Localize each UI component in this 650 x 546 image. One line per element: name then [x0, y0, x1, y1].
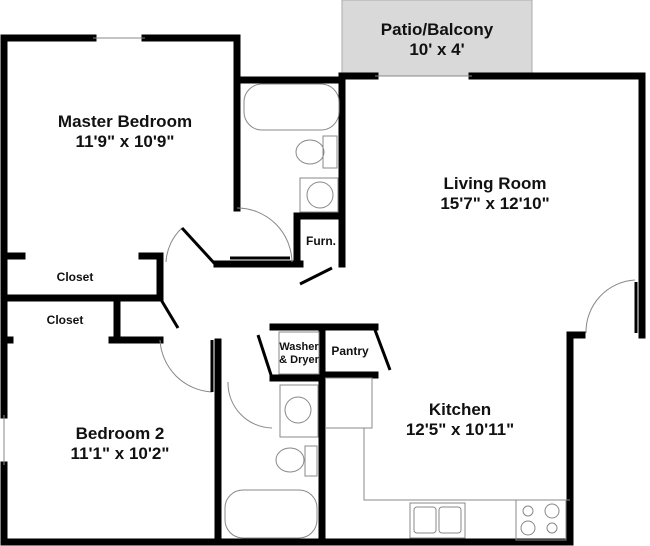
patio-area [341, 0, 533, 77]
master-bedroom-dims: 11'9" x 10'9" [75, 132, 175, 152]
kitchen-fixtures [278, 331, 570, 541]
dryer-label: & Dryer [279, 353, 319, 366]
bathtub-icon [243, 83, 340, 131]
stove-icon [515, 499, 567, 541]
living-room-dims: 15'7" x 12'10" [440, 194, 550, 214]
living-room-name: Living Room [443, 174, 547, 193]
kitchen-name: Kitchen [428, 400, 492, 419]
bath-2-fixtures [224, 384, 319, 539]
kitchen-dims: 12'5" x 10'11" [405, 420, 515, 440]
living-room-label: Living Room 15'7" x 12'10" [395, 174, 595, 215]
bath-1-fixtures [243, 83, 340, 213]
bedroom-2-name: Bedroom 2 [75, 424, 165, 443]
toilet-tank-icon [304, 445, 318, 477]
door-leaves [158, 226, 638, 392]
pantry-label: Pantry [331, 344, 369, 358]
washer-label: Washer [279, 341, 319, 353]
master-bedroom-label: Master Bedroom 11'9" x 10'9" [20, 112, 230, 153]
bathtub-icon [224, 489, 318, 539]
sink-icon [306, 181, 334, 209]
closet-2-label: Closet [46, 313, 84, 327]
doors [159, 207, 636, 429]
kitchen-sink-icon [409, 502, 466, 539]
toilet-tank-icon [322, 135, 338, 169]
master-bedroom-name: Master Bedroom [57, 112, 193, 131]
washer-dryer-label: Washer & Dryer [277, 341, 321, 366]
sink-icon [284, 396, 312, 424]
windows [3, 37, 472, 465]
bedroom-2-dims: 11'1" x 10'2" [70, 444, 170, 464]
patio-label: Patio/Balcony 10' x 4' [342, 20, 532, 61]
closet-1-label: Closet [56, 270, 94, 284]
furnace-label: Furn. [306, 234, 336, 248]
walls [0, 34, 646, 546]
toilet-icon [275, 447, 305, 473]
kitchen-label: Kitchen 12'5" x 10'11" [380, 400, 540, 441]
bedroom-2-label: Bedroom 2 11'1" x 10'2" [20, 424, 220, 465]
patio-dims: 10' x 4' [409, 40, 465, 60]
toilet-icon [295, 139, 325, 165]
patio-name: Patio/Balcony [380, 20, 494, 39]
